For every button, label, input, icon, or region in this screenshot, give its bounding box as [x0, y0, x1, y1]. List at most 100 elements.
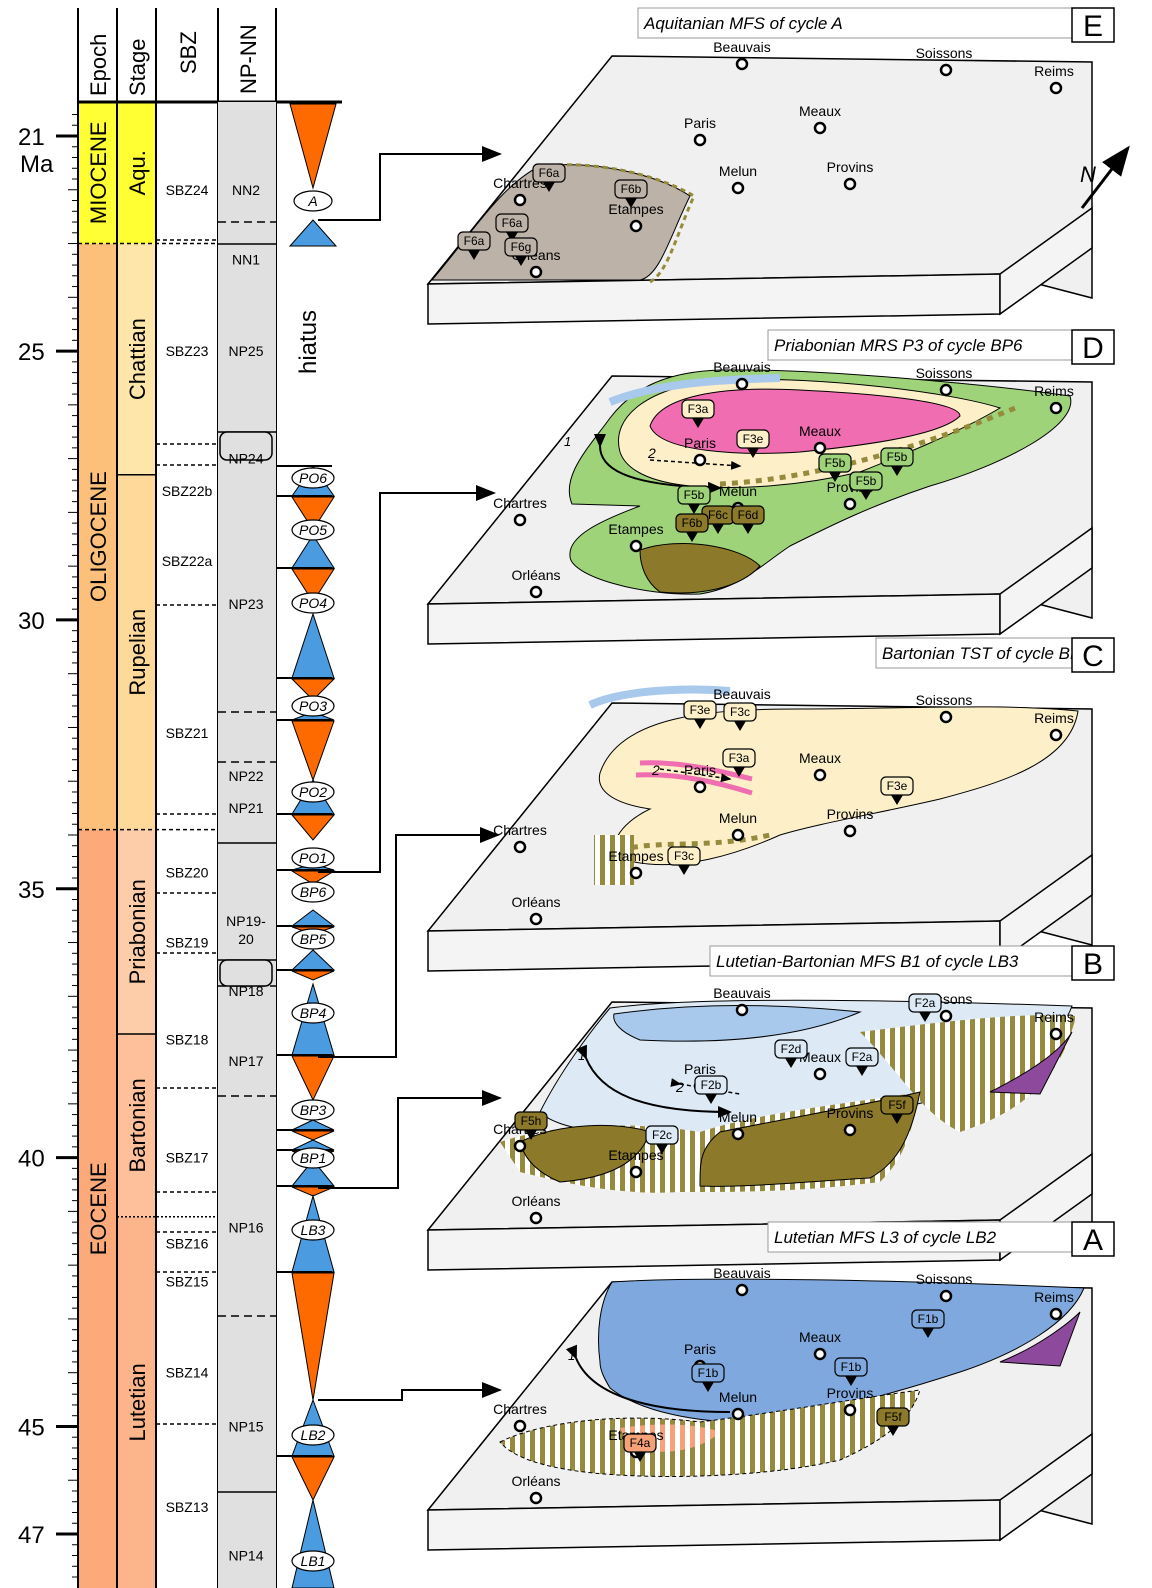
city-marker — [515, 195, 525, 205]
city-marker — [733, 183, 743, 193]
sbz-label: SBZ24 — [166, 182, 209, 198]
nn-label: NP15 — [228, 1418, 263, 1434]
cycle-label-bp4: BP4 — [300, 1005, 327, 1021]
facies-label: F1b — [841, 1360, 862, 1374]
city-marker — [941, 65, 951, 75]
city-label: Provins — [827, 1105, 874, 1121]
cycle-label-bp3: BP3 — [300, 1102, 327, 1118]
city-marker — [1051, 403, 1061, 413]
city-marker — [733, 1129, 743, 1139]
sbz-label: SBZ22a — [162, 553, 213, 569]
city-label: Melun — [719, 1389, 757, 1405]
age-tick-label: 30 — [18, 608, 45, 635]
epoch-label: MIOCENE — [86, 121, 111, 224]
sbz-label: SBZ21 — [166, 725, 209, 741]
facies-label: F4a — [630, 1436, 651, 1450]
city-label: Provins — [827, 159, 874, 175]
city-label: Melun — [719, 483, 757, 499]
cycle-label-po5: PO5 — [299, 522, 327, 538]
cycle-label-po6: PO6 — [299, 470, 327, 486]
nn-label: NP23 — [228, 596, 263, 612]
sbz-label: SBZ16 — [166, 1236, 209, 1252]
city-marker — [515, 515, 525, 525]
nn-label: NP17 — [228, 1053, 263, 1069]
age-unit-label: Ma — [20, 151, 54, 178]
map-title: Lutetian-Bartonian MFS B1 of cycle LB3 — [716, 952, 1019, 971]
city-label: Paris — [684, 1061, 716, 1077]
city-marker — [1051, 1309, 1061, 1319]
city-marker — [1051, 1029, 1061, 1039]
facies-label: F6a — [502, 216, 523, 230]
facies-label: F2d — [781, 1042, 802, 1056]
city-marker — [815, 123, 825, 133]
facies-label: F3e — [690, 703, 711, 717]
city-label: Melun — [719, 163, 757, 179]
map-b: Lutetian-Bartonian MFS B1 of cycle LB3B1… — [428, 946, 1114, 1270]
arrow-label: 2 — [651, 762, 660, 778]
facies-label: F5h — [521, 1114, 542, 1128]
facies-label: F6a — [539, 166, 560, 180]
city-label: Chartres — [493, 495, 547, 511]
city-marker — [845, 499, 855, 509]
sbz-label: SBZ18 — [166, 1031, 209, 1047]
city-marker — [737, 1005, 747, 1015]
city-label: Beauvais — [713, 39, 771, 55]
city-label: Paris — [684, 762, 716, 778]
city-marker — [815, 1069, 825, 1079]
nn-label: NP24 — [228, 451, 263, 467]
city-marker — [1051, 730, 1061, 740]
city-marker — [695, 135, 705, 145]
city-label: Beauvais — [713, 686, 771, 702]
sbz-label: SBZ13 — [166, 1499, 209, 1515]
arrow-label: 1 — [578, 1048, 585, 1063]
stage-label: Chattian — [125, 318, 150, 400]
city-label: Provins — [827, 1385, 874, 1401]
city-marker — [631, 541, 641, 551]
stage-label: Bartonian — [125, 1078, 150, 1172]
city-label: Meaux — [799, 103, 841, 119]
facies-label: F6g — [511, 240, 532, 254]
city-label: Etampes — [608, 521, 663, 537]
facies-label: F2a — [852, 1050, 873, 1064]
city-label: Soissons — [916, 45, 973, 61]
city-marker — [531, 1493, 541, 1503]
age-tick-label: 21 — [18, 124, 45, 151]
age-tick-label: 35 — [18, 877, 45, 904]
city-label: Reims — [1034, 710, 1074, 726]
city-label: Reims — [1034, 63, 1074, 79]
nn-label: NP25 — [228, 343, 263, 359]
sbz-label: SBZ14 — [166, 1365, 209, 1381]
arrow-label: 2 — [675, 1079, 684, 1095]
facies-label: F3e — [887, 779, 908, 793]
city-label: Reims — [1034, 1009, 1074, 1025]
city-label: Meaux — [799, 423, 841, 439]
facies-label: F2c — [652, 1128, 672, 1142]
city-label: Chartres — [493, 1401, 547, 1417]
facies-label: F6b — [682, 516, 703, 530]
cycle-label-bp6: BP6 — [300, 884, 327, 900]
cycle-label-po2: PO2 — [299, 784, 327, 800]
city-marker — [1051, 83, 1061, 93]
city-marker — [695, 782, 705, 792]
map-title: Priabonian MRS P3 of cycle BP6 — [774, 336, 1023, 355]
city-label: Melun — [719, 1109, 757, 1125]
sbz-label: SBZ23 — [166, 343, 209, 359]
cycle-label-po3: PO3 — [299, 698, 327, 714]
sbz-label: SBZ15 — [166, 1273, 209, 1289]
facies-label: F6d — [738, 508, 759, 522]
city-label: Reims — [1034, 383, 1074, 399]
arrow-label: 1 — [568, 1348, 575, 1363]
stage-label: Rupelian — [125, 609, 150, 696]
stage-label: Aqu. — [125, 150, 150, 195]
city-label: Paris — [684, 115, 716, 131]
city-marker — [941, 1011, 951, 1021]
city-label: Reims — [1034, 1289, 1074, 1305]
facies-label: F5b — [856, 474, 877, 488]
city-label: Paris — [684, 1341, 716, 1357]
city-label: Etampes — [608, 848, 663, 864]
cycle-label-lb2: LB2 — [301, 1427, 326, 1443]
city-label: Meaux — [799, 1329, 841, 1345]
city-marker — [733, 1409, 743, 1419]
city-label: Paris — [684, 435, 716, 451]
